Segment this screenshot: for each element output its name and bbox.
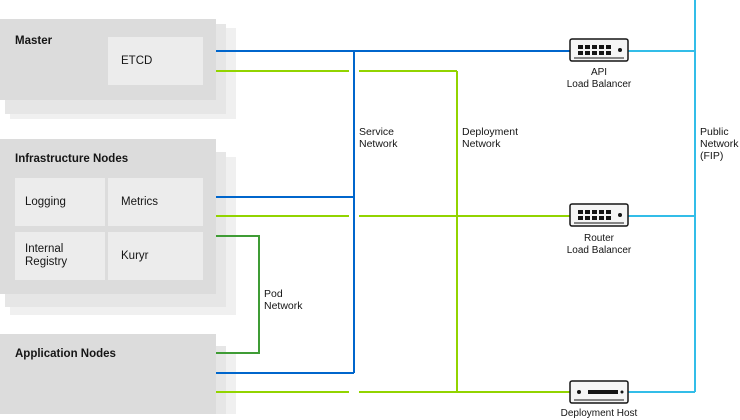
public-network-label-line2: Network	[700, 138, 739, 150]
master-title: Master	[15, 35, 53, 47]
public-network-label-line1: Public	[700, 126, 729, 138]
api-load-balancer-icon	[569, 38, 629, 62]
deployment-network-label-line2: Network	[462, 138, 501, 150]
kuryr-box: Kuryr	[108, 232, 203, 280]
etcd-label: ETCD	[121, 55, 153, 67]
router-load-balancer-label-line1: Router	[583, 233, 614, 244]
internal-registry-label-line1: Internal	[25, 243, 64, 255]
logging-box: Logging	[15, 178, 105, 226]
internal-registry-box: Internal Registry	[15, 232, 105, 280]
deployment-host-label: Deployment Host	[560, 408, 638, 419]
application-title: Application Nodes	[15, 348, 116, 360]
infrastructure-group: Infrastructure Nodes Logging Metrics Int…	[0, 139, 216, 294]
api-load-balancer-label-line1: API	[590, 67, 608, 78]
api-load-balancer-label-line2: Load Balancer	[566, 79, 632, 90]
application-group: Application Nodes	[0, 334, 216, 414]
kuryr-label: Kuryr	[121, 250, 149, 262]
metrics-label: Metrics	[121, 196, 159, 208]
public-network-label-line3: (FIP)	[700, 150, 724, 162]
pod-network-label-line2: Network	[264, 300, 303, 312]
logging-label: Logging	[25, 196, 66, 208]
router-load-balancer-label-line2: Load Balancer	[566, 245, 632, 256]
infrastructure-title: Infrastructure Nodes	[15, 153, 129, 165]
etcd-box: ETCD	[108, 37, 203, 85]
internal-registry-label-line2: Registry	[25, 256, 68, 268]
pod-network-line	[216, 235, 260, 354]
deployment-host-icon	[569, 380, 629, 404]
pod-network-label-line1: Pod	[264, 288, 283, 300]
deployment-network-label-line1: Deployment	[462, 126, 519, 138]
service-network-label-line1: Service	[359, 126, 395, 138]
router-load-balancer-icon	[569, 203, 629, 227]
service-network-label-line2: Network	[359, 138, 398, 150]
metrics-box: Metrics	[108, 178, 203, 226]
master-group: Master ETCD	[0, 19, 216, 100]
